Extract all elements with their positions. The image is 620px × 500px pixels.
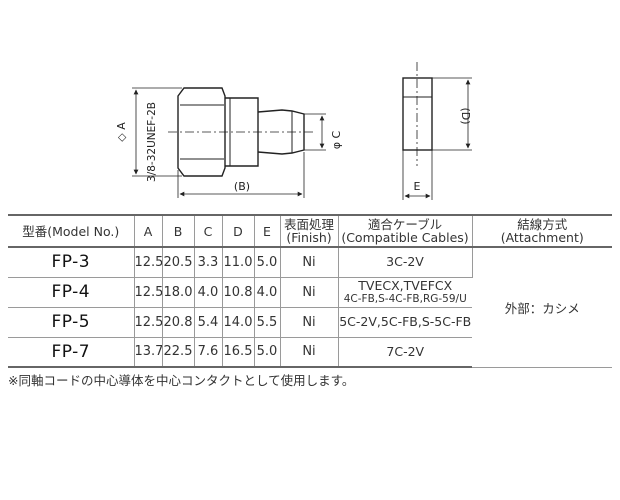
value-finish: Ni (280, 277, 339, 308)
value-e: 5.0 (254, 337, 281, 368)
value-b: 20.8 (162, 307, 195, 338)
model-cell: FP-4 (8, 277, 135, 308)
table-row: FP-4 12.5 18.0 4.0 10.8 4.0 Ni TVECX,TVE… (8, 277, 612, 308)
value-finish: Ni (280, 247, 339, 278)
value-finish: Ni (280, 307, 339, 338)
connector-drawing: ◇ A 3/8-32UNEF-2B (B) φ C (D) E (115, 62, 472, 200)
value-e: 5.0 (254, 247, 281, 278)
table-row: FP-7 13.7 22.5 7.6 16.5 5.0 Ni 7C-2V (8, 337, 612, 368)
header-cables-jp: 適合ケーブル (367, 217, 443, 232)
value-b: 20.5 (162, 247, 195, 278)
cables-line-1: 5C-2V,5C-FB,S-5C-FB (339, 314, 472, 329)
header-row: 型番(Model No.) A B C D E 表面処理 (Finish) 適合… (8, 214, 612, 248)
dim-b-label: (B) (234, 180, 250, 193)
value-c: 4.0 (194, 277, 223, 308)
value-b: 18.0 (162, 277, 195, 308)
value-cables: 3C-2V (338, 247, 473, 278)
hex-nut-outline (177, 87, 226, 177)
header-finish-en: (Finish) (286, 230, 332, 245)
value-e: 4.0 (254, 277, 281, 308)
table-row: FP-5 12.5 20.8 5.4 14.0 5.5 Ni 5C-2V,5C-… (8, 307, 612, 338)
cables-line-1: 7C-2V (386, 343, 425, 359)
cables-line-1: TVECX,TVEFCX (358, 277, 453, 293)
value-a: 12.5 (134, 307, 163, 338)
value-attachment: 外部：カシメ (472, 247, 612, 368)
side-view-block (402, 77, 433, 151)
thread-spec-label: 3/8-32UNEF-2B (146, 102, 158, 182)
cables-line-2-text: 4C-FB,S-4C-FB,RG-59/U (343, 292, 467, 305)
value-c: 7.6 (194, 337, 223, 368)
header-a: A (134, 214, 163, 248)
value-c: 5.4 (194, 307, 223, 338)
value-a: 12.5 (134, 247, 163, 278)
value-e: 5.5 (254, 307, 281, 338)
dim-a-label: ◇ A (115, 122, 128, 142)
value-d: 14.0 (222, 307, 255, 338)
value-a: 12.5 (134, 277, 163, 308)
table-row: FP-3 12.5 20.5 3.3 11.0 5.0 Ni 3C-2V 外部：… (8, 247, 612, 368)
header-b: B (162, 214, 195, 248)
cables-line-2: 4C-FB,S-4C-FB,RG-59/U (339, 292, 473, 305)
value-cables: 5C-2V,5C-FB,S-5C-FB (338, 307, 472, 338)
dim-d-label: (D) (459, 107, 472, 124)
header-d: D (222, 214, 255, 248)
model-cell: FP-5 (8, 307, 135, 338)
value-a: 13.7 (134, 337, 163, 368)
header-e: E (254, 214, 281, 248)
value-c: 3.3 (194, 247, 223, 278)
spec-table: 型番(Model No.) A B C D E 表面処理 (Finish) 適合… (8, 214, 612, 368)
model-cell: FP-7 (8, 337, 135, 368)
dim-c-label: φ C (330, 130, 343, 149)
header-attachment-jp: 結線方式 (517, 217, 568, 232)
value-finish: Ni (280, 337, 339, 368)
value-d: 11.0 (222, 247, 255, 278)
header-cables-en: (Compatible Cables) (341, 230, 469, 245)
value-d: 16.5 (222, 337, 255, 368)
cables-line-1: 3C-2V (386, 254, 424, 270)
value-cables: TVECX,TVEFCX 4C-FB,S-4C-FB,RG-59/U (338, 277, 473, 308)
header-finish-jp: 表面処理 (283, 217, 334, 232)
header-model: 型番(Model No.) (8, 214, 135, 248)
model-cell: FP-3 (8, 247, 135, 278)
header-c: C (194, 214, 223, 248)
header-finish: 表面処理 (Finish) (280, 214, 339, 248)
header-attachment: 結線方式 (Attachment) (472, 214, 612, 248)
dim-e-label: E (414, 180, 421, 193)
header-attachment-en: (Attachment) (500, 230, 584, 245)
value-d: 10.8 (222, 277, 255, 308)
header-cables: 適合ケーブル (Compatible Cables) (338, 214, 473, 248)
value-cables: 7C-2V (338, 337, 472, 368)
tail-barb (257, 109, 305, 155)
value-b: 22.5 (162, 337, 195, 368)
footnote: ※同軸コードの中心導体を中心コンタクトとして使用します。 (8, 373, 355, 388)
